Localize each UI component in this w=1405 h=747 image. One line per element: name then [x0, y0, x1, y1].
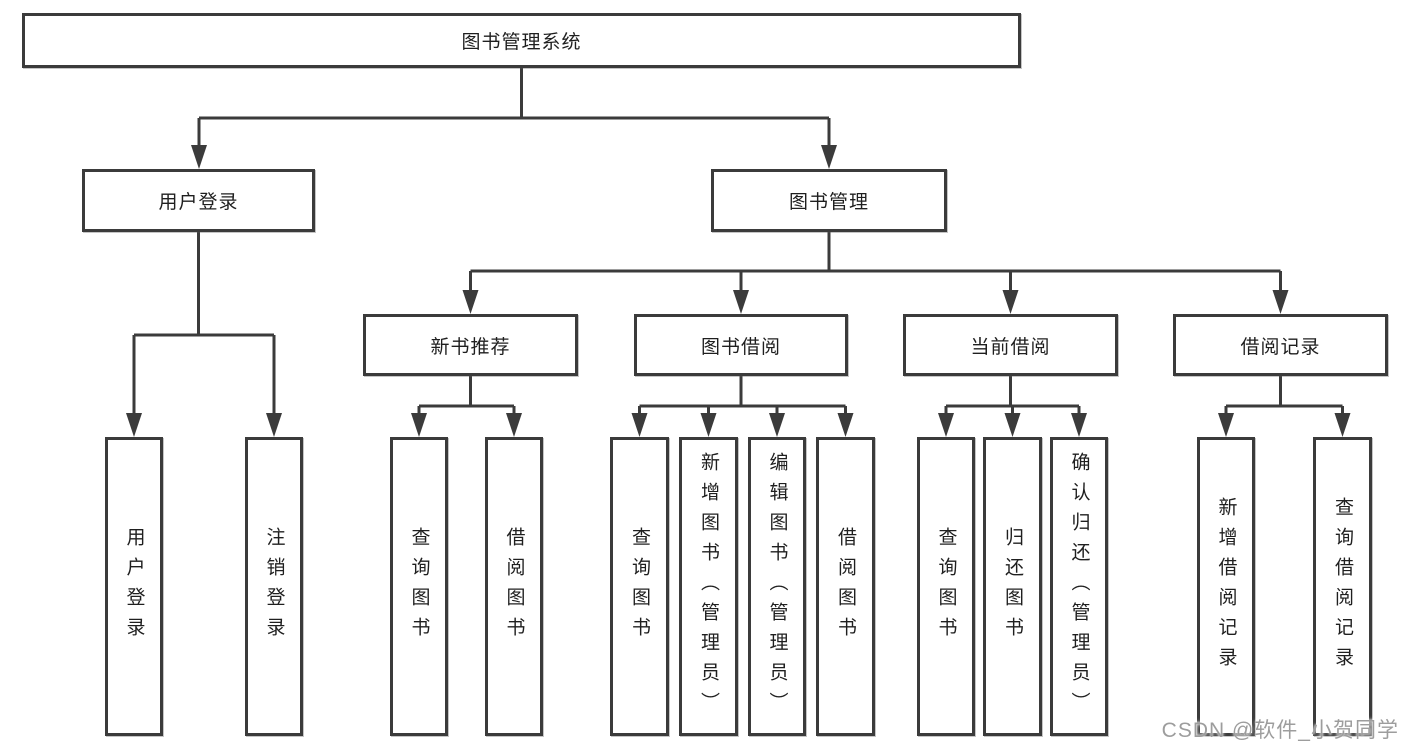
leaf-return-books: 归还图书 — [983, 437, 1042, 736]
leaf-confirm-return-admin: 确认归还（管理员） — [1050, 437, 1108, 736]
leaf-edit-book-admin: 编辑图书（管理员） — [748, 437, 806, 736]
leaf-query-borrow-record: 查询借阅记录 — [1313, 437, 1372, 736]
node-book-borrow-label: 图书借阅 — [700, 336, 781, 358]
node-new-book-recommend-label: 新书推荐 — [430, 336, 511, 358]
node-current-borrow-label: 当前借阅 — [970, 336, 1051, 358]
node-borrow-records-label: 借阅记录 — [1240, 336, 1321, 358]
leaf-query-books-2: 查询图书 — [610, 437, 669, 736]
node-book-management: 图书管理 — [711, 169, 947, 232]
leaf-borrow-books-2-label: 借阅图书 — [835, 526, 856, 647]
node-new-book-recommend: 新书推荐 — [363, 314, 578, 376]
leaf-add-book-admin: 新增图书（管理员） — [679, 437, 738, 736]
csdn-watermark: CSDN @软件_小贺同学 — [1161, 719, 1399, 742]
node-current-borrow: 当前借阅 — [903, 314, 1118, 376]
leaf-borrow-books-2: 借阅图书 — [816, 437, 875, 736]
leaf-add-borrow-record: 新增借阅记录 — [1197, 437, 1255, 736]
leaf-user-login: 用户登录 — [105, 437, 163, 736]
node-user-login: 用户登录 — [82, 169, 315, 232]
leaf-query-books-3-label: 查询图书 — [935, 526, 957, 647]
leaf-query-books-1: 查询图书 — [390, 437, 448, 736]
leaf-confirm-return-admin-label: 确认归还（管理员） — [1068, 451, 1090, 722]
leaf-add-book-admin-label: 新增图书（管理员） — [698, 451, 719, 722]
node-root-label: 图书管理系统 — [461, 32, 582, 53]
node-book-management-label: 图书管理 — [788, 192, 869, 213]
node-user-login-label: 用户登录 — [158, 192, 239, 213]
node-borrow-records: 借阅记录 — [1173, 314, 1388, 376]
leaf-borrow-books-1: 借阅图书 — [485, 437, 543, 736]
leaf-edit-book-admin-label: 编辑图书（管理员） — [766, 451, 788, 722]
leaf-query-borrow-record-label: 查询借阅记录 — [1332, 496, 1353, 677]
node-root: 图书管理系统 — [22, 13, 1021, 68]
leaf-add-borrow-record-label: 新增借阅记录 — [1215, 496, 1237, 677]
leaf-query-books-2-label: 查询图书 — [629, 526, 650, 647]
leaf-borrow-books-1-label: 借阅图书 — [503, 526, 525, 647]
leaf-user-login-label: 用户登录 — [123, 526, 145, 647]
node-book-borrow: 图书借阅 — [634, 314, 848, 376]
leaf-query-books-1-label: 查询图书 — [408, 526, 430, 647]
leaf-logout: 注销登录 — [245, 437, 303, 736]
leaf-return-books-label: 归还图书 — [1002, 526, 1023, 647]
leaf-query-books-3: 查询图书 — [917, 437, 975, 736]
leaf-logout-label: 注销登录 — [263, 526, 285, 647]
